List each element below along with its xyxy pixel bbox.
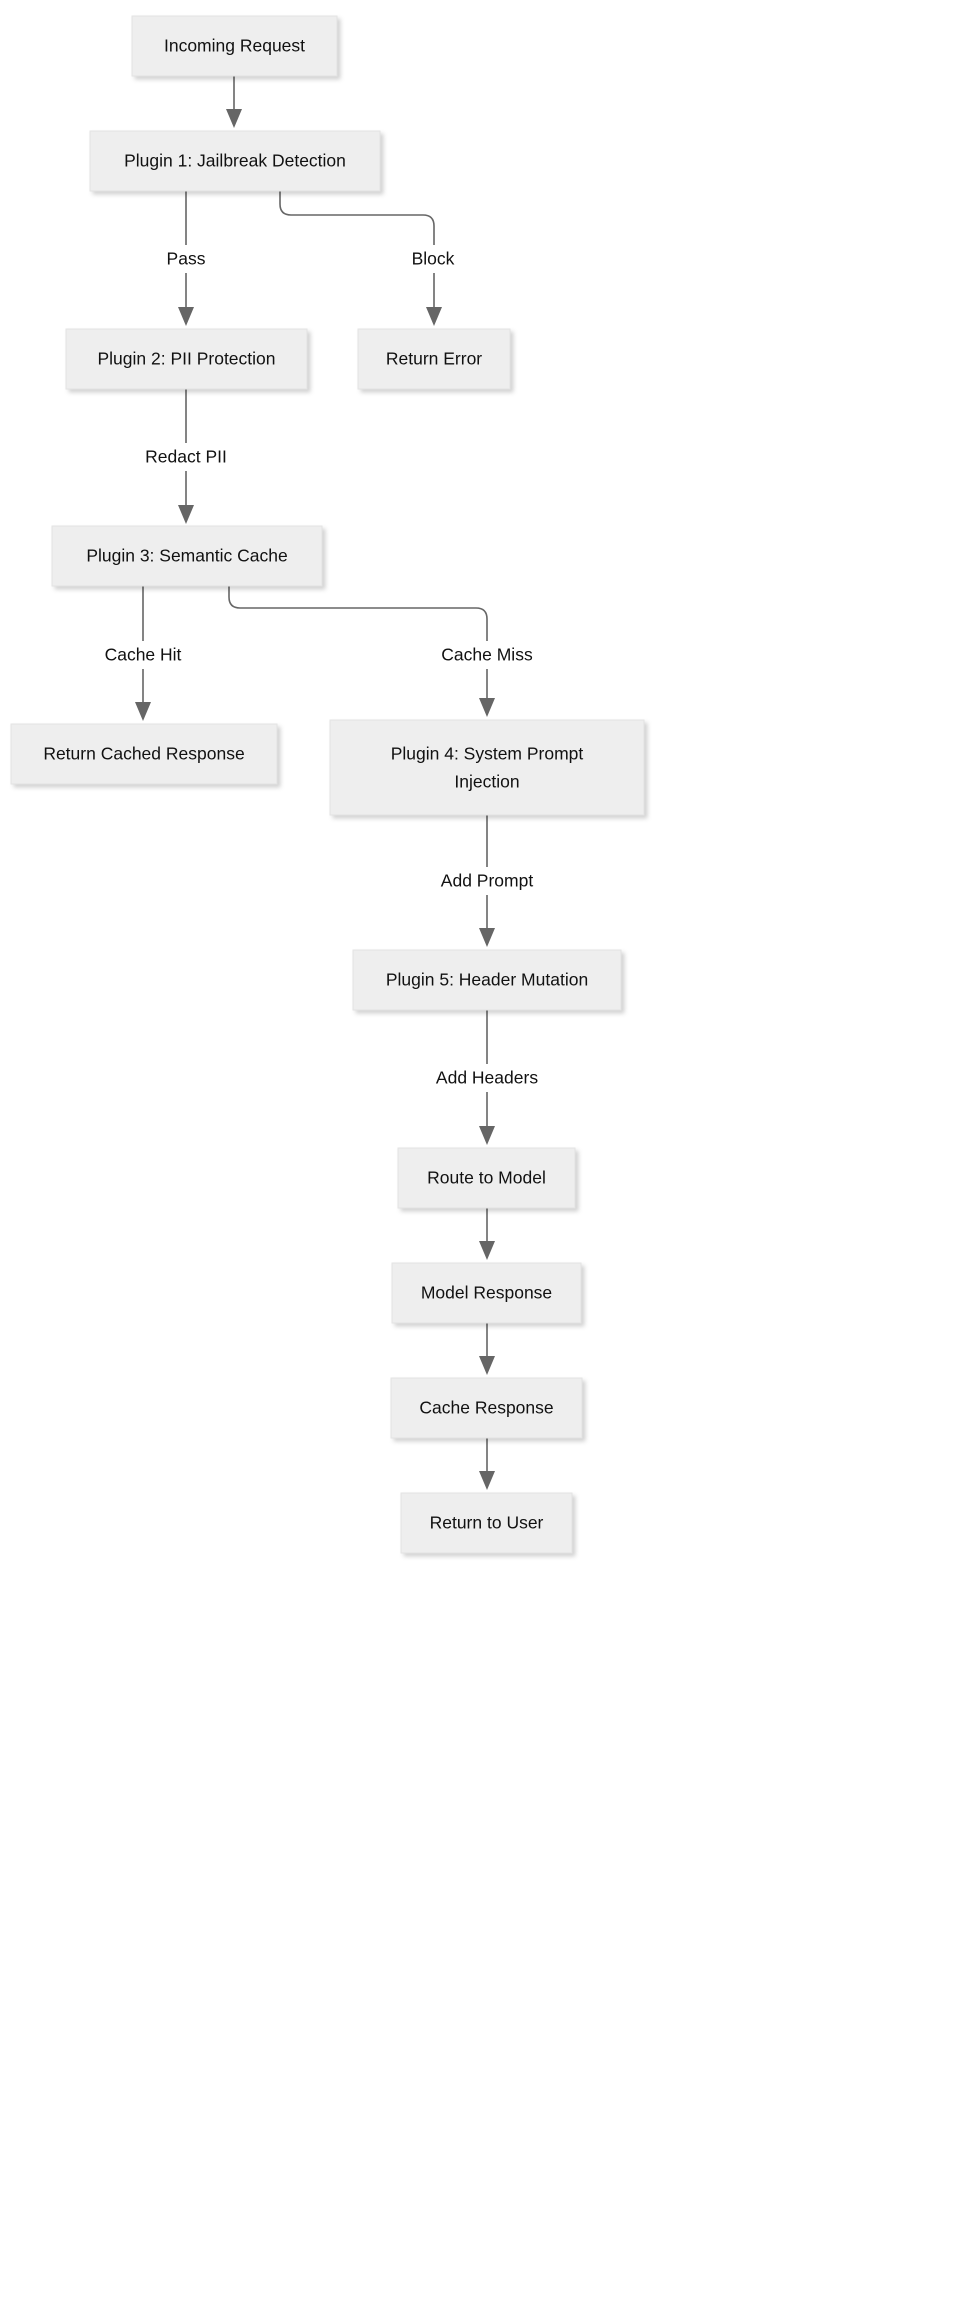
arrowhead-icon: [479, 1471, 495, 1490]
nodes-layer: Incoming Request Plugin 1: Jailbreak Det…: [10, 15, 645, 1554]
edge-label-text: Pass: [167, 249, 206, 269]
node-label: Return Cached Response: [43, 744, 244, 764]
arrowhead-icon: [479, 1356, 495, 1375]
label-backdrop: [432, 641, 543, 669]
edge-label-text: Block: [412, 249, 455, 269]
node-cache-response[interactable]: Cache Response: [390, 1377, 583, 1439]
edge-model-response-to-cache: [479, 1323, 495, 1375]
node-plugin-2-pii-protection[interactable]: Plugin 2: PII Protection: [65, 328, 308, 390]
node-box[interactable]: [400, 1492, 573, 1554]
node-label: Incoming Request: [164, 36, 305, 56]
edge-label-add-prompt: Add Prompt: [428, 867, 546, 895]
node-label: Route to Model: [427, 1168, 546, 1188]
node-box[interactable]: [397, 1147, 576, 1209]
node-label: Plugin 3: Semantic Cache: [86, 546, 287, 566]
edge-line: [279, 191, 435, 311]
edge-incoming-to-plugin1: [226, 76, 242, 128]
edge-route-to-model-response: [479, 1208, 495, 1260]
edge-cache-to-return-user: [479, 1438, 495, 1490]
node-return-to-user[interactable]: Return to User: [400, 1492, 573, 1554]
label-backdrop: [133, 443, 240, 471]
edge-label-text: Cache Miss: [441, 645, 533, 665]
edge-plugin3-cache-miss: [228, 586, 495, 717]
edge-plugin1-block: [279, 191, 442, 326]
arrowhead-icon: [479, 928, 495, 947]
arrowhead-icon: [226, 109, 242, 128]
label-backdrop: [428, 867, 546, 895]
node-box[interactable]: [352, 949, 622, 1011]
node-label: Plugin 2: PII Protection: [97, 349, 275, 369]
arrowhead-icon: [479, 1126, 495, 1145]
arrowhead-icon: [135, 702, 151, 721]
arrowhead-icon: [479, 1241, 495, 1260]
label-backdrop: [94, 641, 193, 669]
node-box[interactable]: [391, 1262, 582, 1324]
node-label-line-2: Injection: [454, 772, 519, 792]
edge-label-add-headers: Add Headers: [424, 1064, 550, 1092]
edge-label-redact-pii: Redact PII: [133, 443, 240, 471]
node-box[interactable]: [10, 723, 278, 785]
label-backdrop: [398, 245, 469, 273]
node-box[interactable]: [65, 328, 308, 390]
edge-label-cache-hit: Cache Hit: [94, 641, 193, 669]
node-box[interactable]: [131, 15, 338, 77]
arrowhead-icon: [178, 307, 194, 326]
node-route-to-model[interactable]: Route to Model: [397, 1147, 576, 1209]
arrowhead-icon: [426, 307, 442, 326]
node-model-response[interactable]: Model Response: [391, 1262, 582, 1324]
label-backdrop: [424, 1064, 550, 1092]
arrowhead-icon: [479, 698, 495, 717]
node-box[interactable]: [89, 130, 381, 192]
node-return-cached-response[interactable]: Return Cached Response: [10, 723, 278, 785]
node-box[interactable]: [357, 328, 511, 390]
node-label: Return to User: [430, 1513, 544, 1533]
edge-line: [228, 586, 488, 702]
label-backdrop: [156, 245, 216, 273]
node-return-error[interactable]: Return Error: [357, 328, 511, 390]
node-label: Plugin 1: Jailbreak Detection: [124, 151, 346, 171]
arrowhead-icon: [178, 505, 194, 524]
node-box[interactable]: [51, 525, 323, 587]
node-plugin-4-system-prompt-injection[interactable]: Plugin 4: System Prompt Injection: [329, 719, 645, 816]
node-box[interactable]: [390, 1377, 583, 1439]
edge-label-text: Add Headers: [436, 1068, 538, 1088]
node-label: Return Error: [386, 349, 482, 369]
node-box[interactable]: [329, 719, 645, 816]
edge-label-text: Cache Hit: [105, 645, 182, 665]
edge-label-text: Redact PII: [145, 447, 227, 467]
edge-label-block: Block: [398, 245, 469, 273]
node-incoming-request[interactable]: Incoming Request: [131, 15, 338, 77]
node-plugin-1-jailbreak-detection[interactable]: Plugin 1: Jailbreak Detection: [89, 130, 381, 192]
edge-label-text: Add Prompt: [441, 871, 534, 891]
node-plugin-5-header-mutation[interactable]: Plugin 5: Header Mutation: [352, 949, 622, 1011]
edge-label-cache-miss: Cache Miss: [432, 641, 543, 669]
node-plugin-3-semantic-cache[interactable]: Plugin 3: Semantic Cache: [51, 525, 323, 587]
node-label-line-1: Plugin 4: System Prompt: [391, 744, 584, 764]
node-label: Model Response: [421, 1283, 552, 1303]
node-label: Cache Response: [419, 1398, 553, 1418]
edge-labels-layer: Pass Block Redact PII Cache Hit Cache Mi…: [94, 245, 550, 1092]
node-label: Plugin 5: Header Mutation: [386, 970, 588, 990]
edge-label-pass: Pass: [156, 245, 216, 273]
